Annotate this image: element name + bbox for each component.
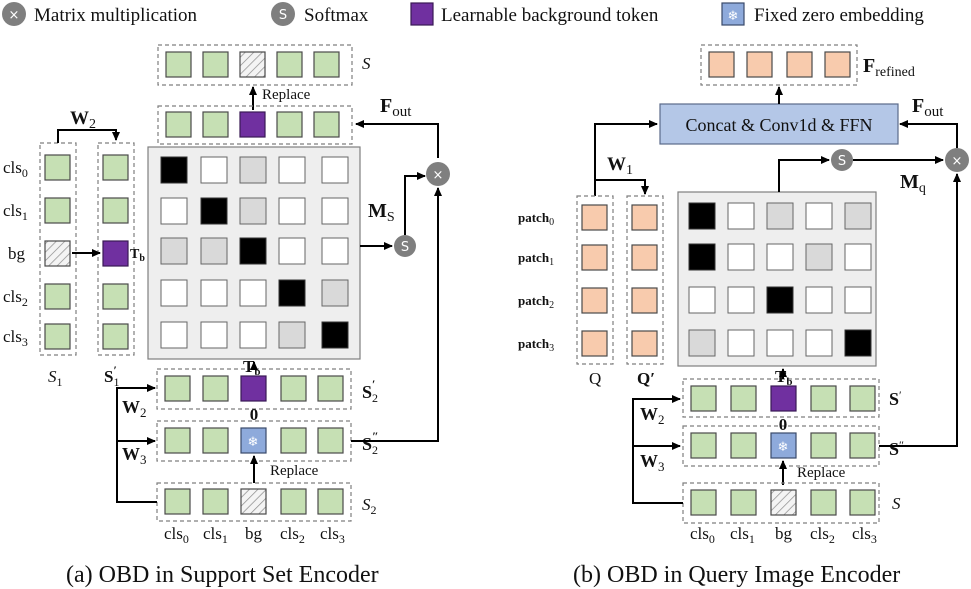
legend: × Matrix multiplication S Softmax Learna… <box>2 2 924 26</box>
q-prime-column <box>631 204 658 357</box>
svg-text:cls1: cls1 <box>730 524 755 546</box>
patch-labels: patch0 patch1 patch2 patch3 <box>518 210 554 354</box>
svg-text:cls3: cls3 <box>3 327 28 349</box>
svg-text:bg: bg <box>8 244 26 263</box>
learnable-token-legend-swatch <box>410 2 434 26</box>
svg-text:patch1: patch1 <box>518 250 554 268</box>
w2-label-right: W2 <box>640 404 665 427</box>
q-label: Q <box>589 369 601 388</box>
svg-text:×: × <box>433 168 444 183</box>
s-row <box>690 489 876 516</box>
svg-text:cls0: cls0 <box>3 158 28 180</box>
support-set-encoder-panel: S Replace Fout cls0 cls <box>3 44 450 588</box>
s2-prime-row <box>164 375 344 402</box>
s1-prime-label: S1′ <box>104 363 119 389</box>
svg-text:×: × <box>9 8 20 23</box>
svg-text:×: × <box>952 154 963 169</box>
q-prime-label: Q′ <box>637 369 655 388</box>
s-prime-row <box>690 385 876 412</box>
svg-text:S: S <box>401 240 409 255</box>
replaced-token-row <box>165 111 340 138</box>
query-image-encoder-panel: Frefined Concat & Conv1d & FFN Fout W1 <box>518 44 969 588</box>
s-double-prime-row <box>690 432 876 459</box>
svg-text:cls2: cls2 <box>280 524 305 546</box>
svg-text:cls3: cls3 <box>852 524 877 546</box>
s1-column <box>44 154 71 350</box>
svg-text:cls2: cls2 <box>810 524 835 546</box>
top-token-row <box>165 51 340 78</box>
s-double-prime-label: S″ <box>889 438 904 459</box>
svg-text:cls1: cls1 <box>3 201 28 223</box>
s2-label: S2 <box>362 495 377 517</box>
matrix-cells-left <box>160 156 349 349</box>
s2-row <box>164 488 344 515</box>
f-out-label-right: Fout <box>912 95 944 120</box>
matmul-legend-icon: × <box>2 2 26 26</box>
softmax-op-right: S <box>831 149 853 171</box>
svg-text:cls0: cls0 <box>164 524 189 546</box>
q-column <box>581 204 608 357</box>
row-labels: cls0 cls1 bg cls2 cls3 <box>3 158 28 349</box>
matmul-op-left: × <box>426 162 450 186</box>
svg-text:cls2: cls2 <box>3 287 28 309</box>
svg-text:patch0: patch0 <box>518 210 554 228</box>
bottom-token-labels-right: cls0 cls1 bg cls2 cls3 <box>690 524 877 546</box>
s2-prime-label: S2′ <box>362 377 378 405</box>
legend-fixed-zero-label: Fixed zero embedding <box>754 5 924 26</box>
tb-label-mid: Tb <box>243 357 260 378</box>
snowflake-icon: ❄ <box>778 439 789 454</box>
s1-label: S1 <box>48 367 63 389</box>
top-set-label: S <box>362 54 371 73</box>
w3-label-right: W3 <box>640 451 665 474</box>
f-refined-label: Frefined <box>863 55 915 80</box>
svg-text:patch3: patch3 <box>518 336 554 354</box>
refined-token-row <box>708 51 851 78</box>
softmax-op-left: S <box>394 235 416 257</box>
concat-conv1d-ffn-block <box>659 103 899 145</box>
s1-prime-column <box>102 154 129 350</box>
snowflake-icon: ❄ <box>728 8 739 23</box>
concat-label: Concat & Conv1d & FFN <box>685 115 872 135</box>
bottom-token-labels-left: cls0 cls1 bg cls2 cls3 <box>164 524 345 546</box>
f-out-label-left: Fout <box>380 95 412 120</box>
tb-label-left: Tb <box>130 247 145 264</box>
s2-double-prime-row <box>164 427 344 454</box>
w1-label: W1 <box>607 154 633 178</box>
svg-text:S: S <box>279 8 287 23</box>
legend-learnable-label: Learnable background token <box>441 5 659 26</box>
w2-label-left: W2 <box>122 397 147 420</box>
svg-text:patch2: patch2 <box>518 293 554 311</box>
legend-softmax-label: Softmax <box>304 5 369 26</box>
softmax-legend-icon: S <box>271 2 295 26</box>
m-q-label: Mq <box>900 171 926 196</box>
svg-text:bg: bg <box>245 524 263 543</box>
svg-text:bg: bg <box>775 524 793 543</box>
legend-matmul-label: Matrix multiplication <box>34 5 198 26</box>
m-s-label: MS <box>368 200 395 225</box>
replace-label-top: Replace <box>262 87 311 103</box>
replace-label-right: Replace <box>797 465 846 481</box>
svg-text:cls0: cls0 <box>690 524 715 546</box>
svg-text:cls3: cls3 <box>320 524 345 546</box>
zero-label-right: 0 <box>779 415 788 434</box>
w3-label-left: W3 <box>122 444 147 467</box>
caption-right: (b) OBD in Query Image Encoder <box>573 562 900 588</box>
matrix-cells-right <box>688 202 872 357</box>
fixed-zero-legend-swatch <box>721 2 745 26</box>
w2-label-top: W2 <box>70 108 96 132</box>
replace-label-bottom: Replace <box>270 463 319 479</box>
snowflake-icon: ❄ <box>248 434 259 449</box>
s-label: S <box>892 494 901 513</box>
caption-left: (a) OBD in Support Set Encoder <box>66 562 379 588</box>
svg-text:cls1: cls1 <box>203 524 228 546</box>
zero-label-left: 0 <box>250 405 259 424</box>
s-prime-label: S′ <box>889 388 902 409</box>
s2-double-prime-label: S2″ <box>362 429 379 457</box>
svg-text:S: S <box>838 154 846 169</box>
matmul-op-right: × <box>945 148 969 172</box>
